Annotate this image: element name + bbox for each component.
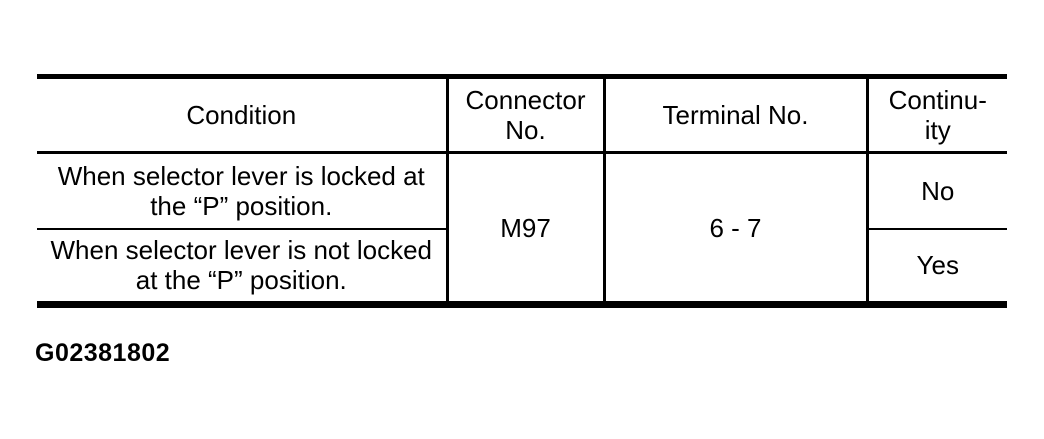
continuity-spec-table: Condition Connector No. Terminal No. Con… <box>37 74 1007 308</box>
col-header-connector-no-line1: Connector <box>465 85 586 115</box>
col-header-continuity-line1: Continu- <box>888 85 987 115</box>
figure-id-caption: G02381802 <box>35 339 171 367</box>
continuity-cell-yes: Yes <box>865 228 1007 305</box>
connector-no-cell: M97 <box>445 152 604 305</box>
header-row: Condition Connector No. Terminal No. Con… <box>37 76 1007 154</box>
col-header-continuity: Continu- ity <box>865 76 1007 154</box>
col-header-terminal-no-label: Terminal No. <box>662 100 809 130</box>
table-row-locked: When selector lever is locked at the “P”… <box>37 152 1007 305</box>
col-header-terminal-no: Terminal No. <box>602 76 867 154</box>
table-row-not-locked: When selector lever is not locked at the… <box>37 228 1007 305</box>
terminal-no-cell: 6 - 7 <box>602 152 867 305</box>
col-header-connector-no-line2: No. <box>505 115 546 145</box>
condition-cell-not-locked: When selector lever is not locked at the… <box>50 235 432 296</box>
col-header-condition: Condition <box>37 76 447 154</box>
col-header-condition-label: Condition <box>186 100 297 130</box>
continuity-cell-no: No <box>865 152 1007 230</box>
col-header-continuity-line2: ity <box>924 115 951 145</box>
condition-cell-locked: When selector lever is locked at the “P”… <box>37 152 447 230</box>
col-header-connector-no: Connector No. <box>445 76 604 154</box>
